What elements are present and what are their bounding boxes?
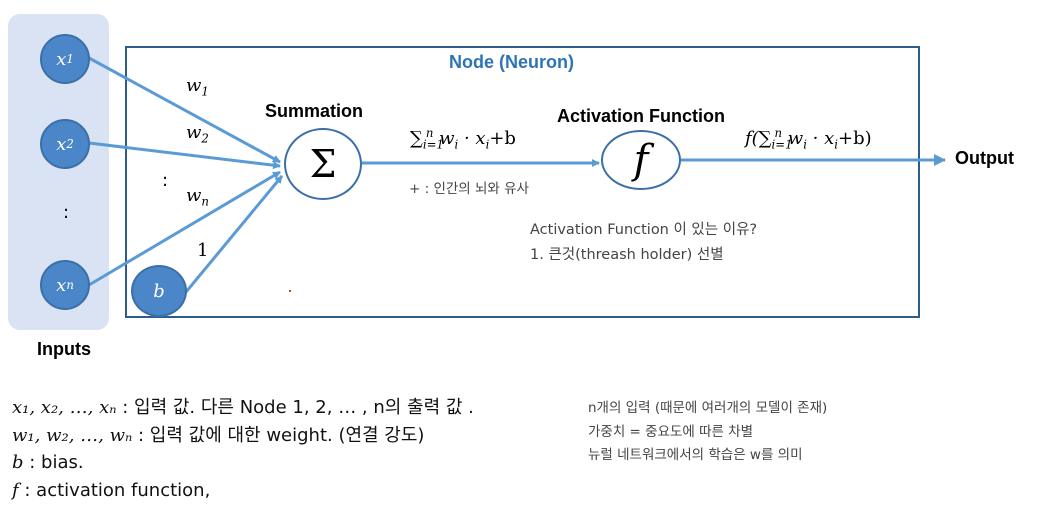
bias-node: b bbox=[131, 265, 187, 317]
summation-node: Σ bbox=[284, 128, 362, 200]
legend-line-x: x₁, x₂, …, xₙ : 입력 값. 다른 Node 1, 2, … , … bbox=[12, 397, 474, 418]
weight-w1: w1 bbox=[186, 75, 209, 99]
weight-ellipsis: : bbox=[162, 170, 169, 191]
bias-weight: 1 bbox=[197, 240, 209, 261]
weight-w2: w2 bbox=[186, 122, 209, 146]
activation-reason-1: 1. 큰것(threash holder) 선별 bbox=[530, 247, 724, 263]
note-inputs: n개의 입력 (때문에 여러개의 모델이 존재) bbox=[588, 400, 828, 416]
legend-line-w: w₁, w₂, …, wₙ : 입력 값에 대한 weight. (연결 강도) bbox=[12, 425, 425, 446]
node-box bbox=[125, 46, 920, 318]
activation-formula: f(∑i=1n wi · xi+b) bbox=[745, 126, 872, 152]
legend-line-b: b : bias. bbox=[12, 452, 84, 473]
note-learning: 뉴럴 네트워크에서의 학습은 w를 의미 bbox=[588, 447, 803, 463]
input-ellipsis: : bbox=[63, 202, 70, 223]
stray-dot bbox=[289, 290, 291, 292]
edge-bias bbox=[184, 175, 284, 293]
edge-x2 bbox=[88, 141, 281, 170]
function-icon: f bbox=[633, 137, 649, 183]
edge-xn bbox=[88, 170, 281, 287]
weight-wn: wn bbox=[186, 185, 209, 209]
legend-line-f: f : activation function, bbox=[12, 480, 211, 501]
sum-formula: ∑i=1n wi · xi+b bbox=[410, 126, 516, 152]
edge-x1 bbox=[88, 56, 281, 164]
node-title: Node (Neuron) bbox=[449, 52, 574, 72]
note-weights: 가중치 = 중요도에 따른 차별 bbox=[588, 424, 754, 440]
output-label: Output bbox=[955, 148, 1014, 168]
plus-note: + : 인간의 뇌와 유사 bbox=[409, 181, 529, 197]
activation-label: Activation Function bbox=[557, 106, 725, 126]
activation-node: f bbox=[601, 130, 681, 190]
sigma-icon: Σ bbox=[309, 142, 337, 186]
inputs-label: Inputs bbox=[37, 339, 91, 359]
activation-reason-title: Activation Function 이 있는 이유? bbox=[530, 222, 758, 238]
summation-label: Summation bbox=[265, 101, 364, 121]
